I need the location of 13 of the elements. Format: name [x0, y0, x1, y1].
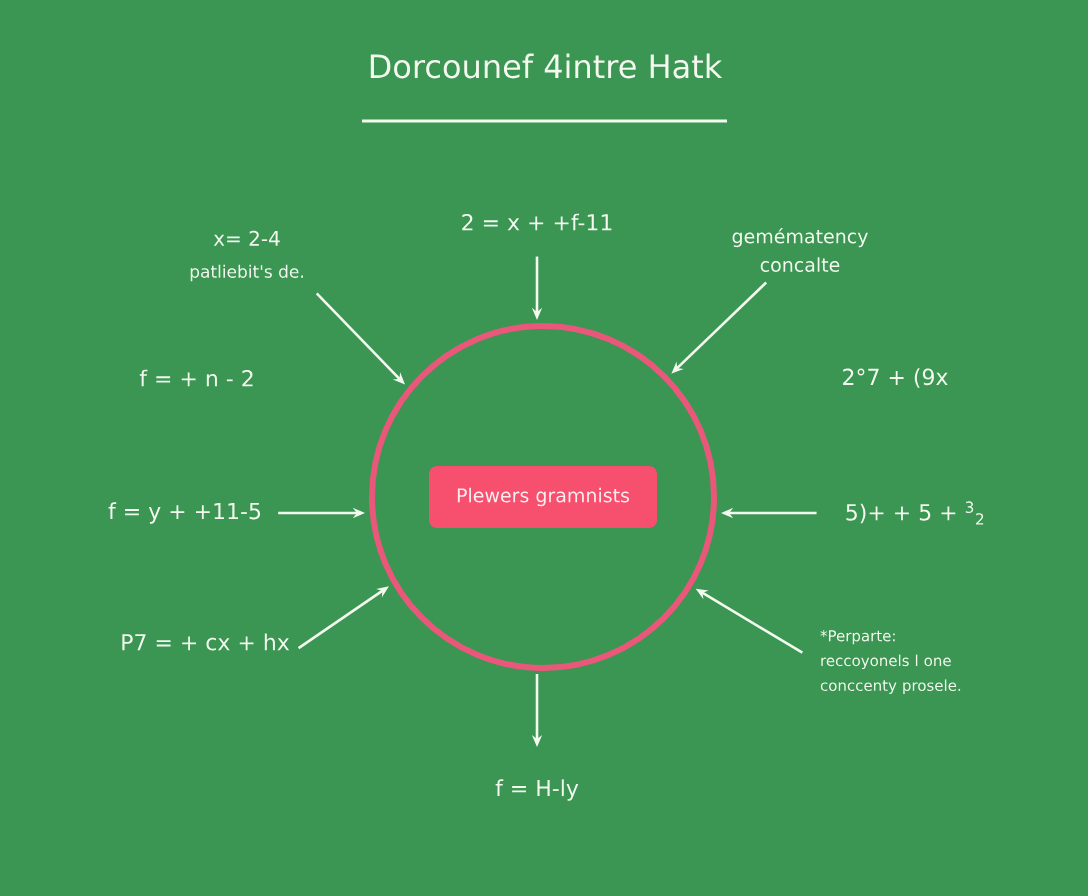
equation-text: 2°7 + (9x — [843, 368, 948, 388]
equation-note: x= 2-4 patliebit's de. — [190, 230, 303, 282]
equation-text: P7 = + cx + hx — [122, 633, 290, 651]
equation-text: f = H-ly — [495, 779, 579, 801]
equation-text: f = y + +11-5 — [108, 502, 261, 524]
highlight-box: Plewers gramnists — [429, 466, 657, 528]
equation-text: 5)+ + 5 + $^{3}$2 — [846, 501, 984, 525]
annotation-text: gemématency concalte — [732, 228, 868, 272]
equation-text: f = + n - 2 — [139, 369, 253, 387]
annotation-text: *Perparte: reccoyonels l one conccenty prosele. — [820, 630, 961, 694]
title: Dorcounef 4intre Hatk — [370, 53, 723, 79]
circle-outline — [369, 323, 717, 671]
equation-text: 2 = x + +f-11 — [462, 213, 612, 231]
